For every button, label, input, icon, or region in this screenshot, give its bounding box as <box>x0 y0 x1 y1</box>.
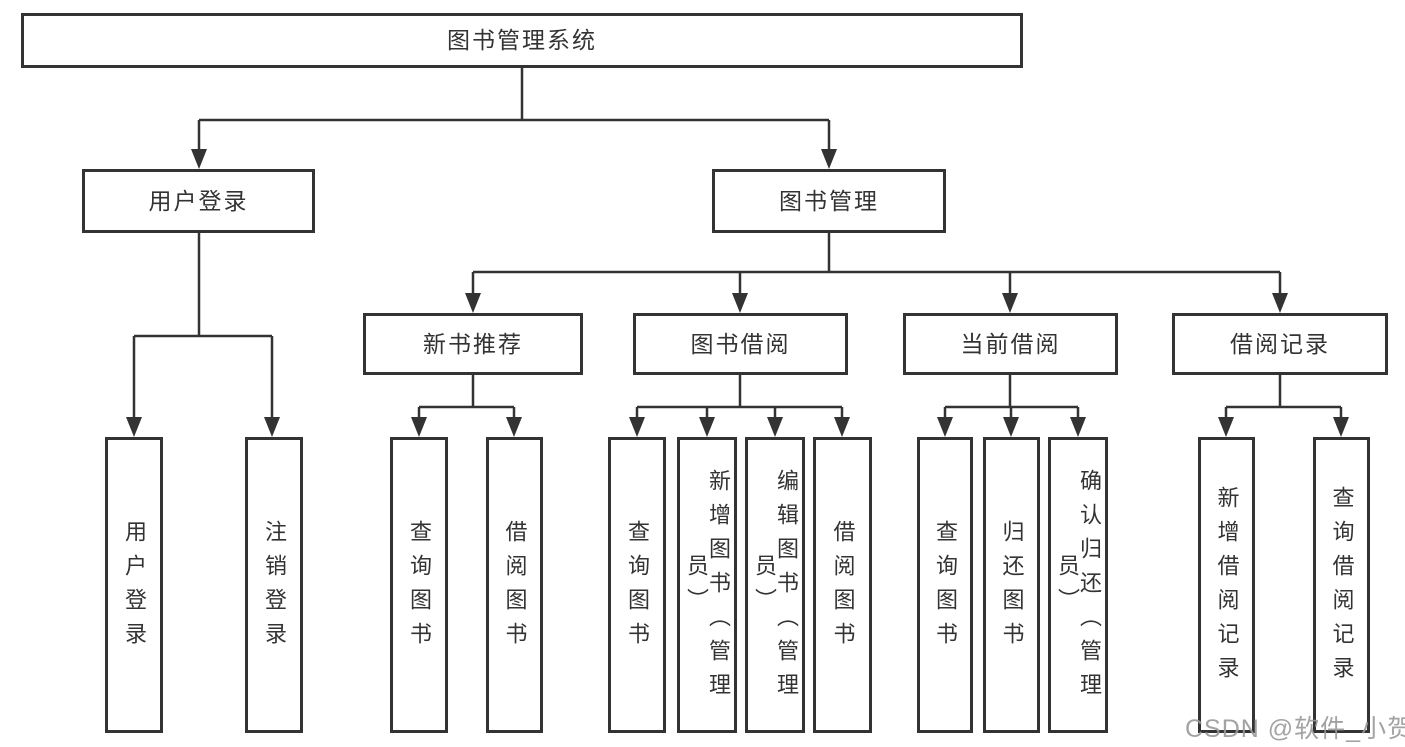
node-library-management-system: 图书管理系统 <box>21 13 1023 68</box>
node-current-borrowing: 当前借阅 <box>903 313 1118 375</box>
leaf-query-borrow-record: 查询借阅记录 <box>1313 437 1370 733</box>
leaf-logout: 注销登录 <box>245 437 303 733</box>
leaf-user-login: 用户登录 <box>105 437 163 733</box>
leaf-borrowing-query-books: 查询图书 <box>608 437 666 733</box>
leaf-return-books: 归还图书 <box>983 437 1040 733</box>
leaf-current-query-books: 查询图书 <box>917 437 973 733</box>
leaf-add-borrow-record: 新增借阅记录 <box>1198 437 1255 733</box>
node-user-login: 用户登录 <box>82 169 315 233</box>
leaf-recommend-borrow-books: 借阅图书 <box>486 437 543 733</box>
node-book-borrowing: 图书借阅 <box>633 313 848 375</box>
leaf-confirm-return-admin: 确认归还（管理员） <box>1048 437 1108 733</box>
csdn-watermark: CSDN @软件_小贺同学 <box>1185 715 1405 743</box>
node-book-management: 图书管理 <box>712 169 946 233</box>
node-new-book-recommendation: 新书推荐 <box>363 313 583 375</box>
leaf-add-books-admin: 新增图书（管理员） <box>677 437 737 733</box>
leaf-edit-books-admin: 编辑图书（管理员） <box>745 437 805 733</box>
node-borrowing-records: 借阅记录 <box>1172 313 1388 375</box>
leaf-borrowing-borrow-books: 借阅图书 <box>813 437 872 733</box>
leaf-recommend-query-books: 查询图书 <box>390 437 448 733</box>
